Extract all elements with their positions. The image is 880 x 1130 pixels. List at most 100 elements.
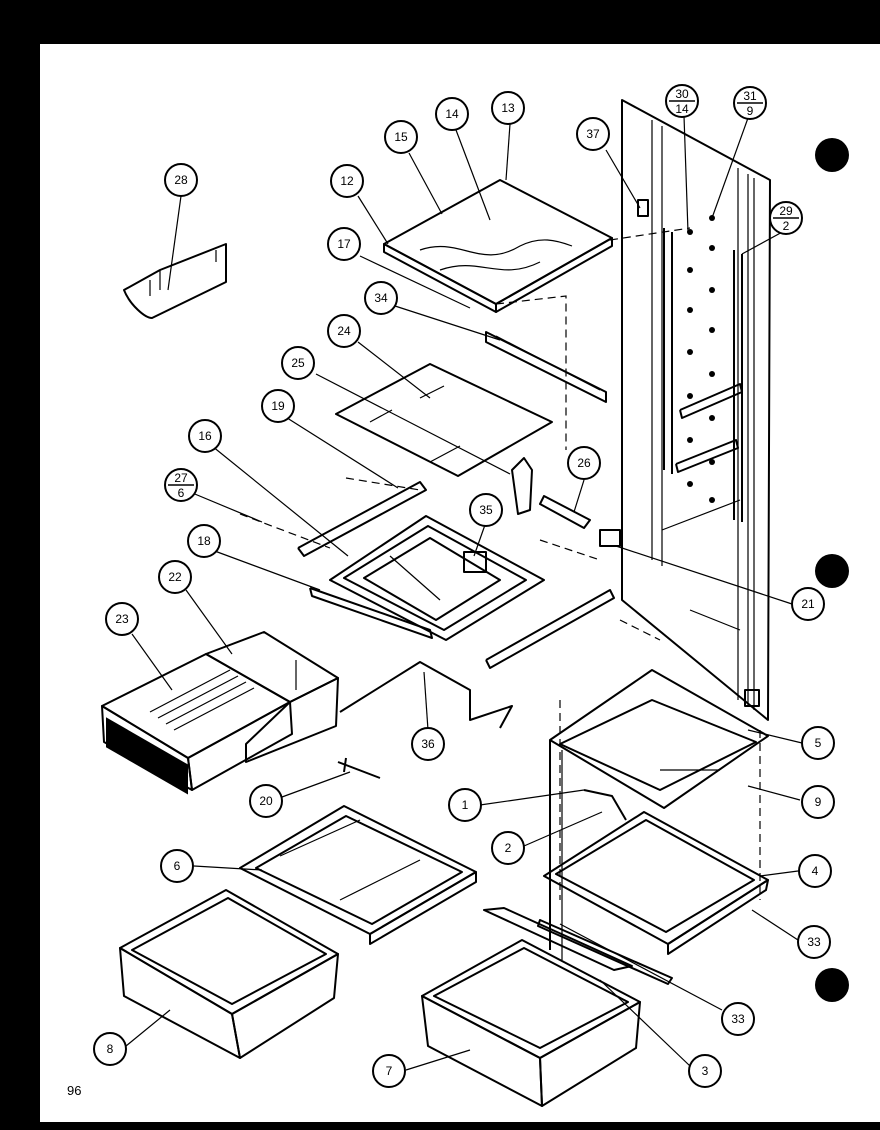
callout-c17: 17	[327, 227, 361, 261]
callout-c16: 16	[188, 419, 222, 453]
fraction-bottom: 14	[675, 102, 689, 116]
callout-c25: 25	[281, 346, 315, 380]
callout-label: 35	[479, 503, 493, 517]
drawer-7	[421, 907, 641, 1107]
callout-c18: 18	[187, 524, 221, 558]
callout-c35: 35	[469, 493, 503, 527]
callout-c4: 4	[798, 854, 832, 888]
callout-circle	[491, 91, 525, 125]
callout-label: 2	[505, 841, 512, 855]
part-20	[337, 757, 381, 779]
callout-c28: 28	[164, 163, 198, 197]
callout-label: 15	[394, 130, 408, 144]
registration-dot-middle	[815, 554, 849, 588]
callout-c3: 3	[688, 1054, 722, 1088]
callout-label: 19	[271, 399, 285, 413]
fraction-bottom: 2	[783, 219, 790, 233]
callout-circle	[411, 727, 445, 761]
glass-shelf-24	[335, 363, 553, 477]
assembly-guides	[239, 227, 761, 900]
callout-label: 23	[115, 612, 129, 626]
registration-dot-top	[815, 138, 849, 172]
callout-circle	[105, 602, 139, 636]
pan-housing-5	[549, 669, 769, 960]
callout-circle	[164, 163, 198, 197]
callout-label: 9	[815, 795, 822, 809]
callout-circle	[797, 925, 831, 959]
leader-lines	[125, 115, 803, 1071]
callout-circle	[721, 1002, 755, 1036]
callout-circle	[688, 1054, 722, 1088]
shelf-frame-16	[329, 515, 545, 641]
callout-circle	[364, 281, 398, 315]
callout-c20: 20	[249, 784, 283, 818]
callout-label: 1	[462, 798, 469, 812]
callout-label: 21	[801, 597, 815, 611]
callout-circle	[791, 587, 825, 621]
page-number: 96	[67, 1083, 82, 1098]
callout-label: 14	[445, 107, 459, 121]
callout-circle	[491, 831, 525, 865]
callout-circle	[93, 1032, 127, 1066]
callout-c24: 24	[327, 314, 361, 348]
callout-label: 5	[815, 736, 822, 750]
drawer-8	[119, 889, 339, 1059]
callout-circle	[158, 560, 192, 594]
fraction-top: 29	[779, 204, 793, 218]
callout-circle	[281, 346, 315, 380]
callout-label: 28	[174, 173, 188, 187]
callout-label: 33	[807, 935, 821, 949]
side-rails	[297, 481, 615, 669]
callout-label: 12	[340, 174, 354, 188]
callout-label: 33	[731, 1012, 745, 1026]
callout-circle	[567, 446, 601, 480]
fraction-top: 27	[174, 471, 188, 485]
part-28-cover	[123, 243, 227, 319]
callout-label: 6	[174, 859, 181, 873]
fraction-bottom: 6	[178, 486, 185, 500]
callout-c7: 7	[372, 1054, 406, 1088]
callout-c23: 23	[105, 602, 139, 636]
callout-circle	[188, 419, 222, 453]
callout-label: 7	[386, 1064, 393, 1078]
callout-label: 26	[577, 456, 591, 470]
callout-circle	[435, 97, 469, 131]
callout-c34: 34	[364, 281, 398, 315]
callout-circle	[372, 1054, 406, 1088]
callout-circle	[469, 493, 503, 527]
callout-c2: 2	[491, 831, 525, 865]
callout-c33b: 33	[721, 1002, 755, 1036]
callout-circle	[801, 726, 835, 760]
callout-circle	[187, 524, 221, 558]
callout-c14: 14	[435, 97, 469, 131]
callout-circle	[261, 389, 295, 423]
top-shelf	[383, 179, 613, 313]
callout-c37: 37	[576, 117, 610, 151]
fraction-top: 31	[743, 89, 757, 103]
callout-label: 13	[501, 101, 515, 115]
callout-circle	[327, 227, 361, 261]
callout-circle	[448, 788, 482, 822]
callout-label: 22	[168, 570, 182, 584]
fraction-callout-f31: 319	[733, 86, 767, 120]
callout-label: 25	[291, 356, 305, 370]
callout-label: 4	[812, 864, 819, 878]
callout-label: 8	[107, 1042, 114, 1056]
callout-circle	[160, 849, 194, 883]
callout-c13: 13	[491, 91, 525, 125]
callout-circle	[798, 854, 832, 888]
callout-label: 20	[259, 794, 273, 808]
callout-circle	[249, 784, 283, 818]
callout-circle	[576, 117, 610, 151]
callout-c1: 1	[448, 788, 482, 822]
callout-c9: 9	[801, 785, 835, 819]
callout-c15: 15	[384, 120, 418, 154]
callout-label: 36	[421, 737, 435, 751]
callout-label: 24	[337, 324, 351, 338]
drawer-cover-4	[537, 811, 769, 985]
cabinet-liner	[621, 99, 771, 721]
